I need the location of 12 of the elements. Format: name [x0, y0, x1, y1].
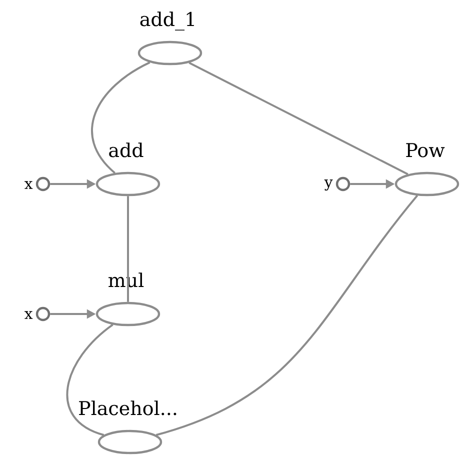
- node-label: y: [324, 179, 333, 191]
- edge-line: [66, 324, 114, 436]
- node-label: add: [109, 142, 144, 158]
- edge-line: [188, 62, 408, 176]
- edge-line: [127, 196, 129, 302]
- node-label: add_1: [140, 12, 194, 30]
- node-label: x: [24, 181, 33, 189]
- edge-line: [156, 194, 418, 436]
- node-label: x: [24, 311, 33, 319]
- node-label: Pow: [406, 143, 445, 158]
- edge-line: [91, 62, 150, 174]
- node-label: Placehol...: [79, 400, 176, 416]
